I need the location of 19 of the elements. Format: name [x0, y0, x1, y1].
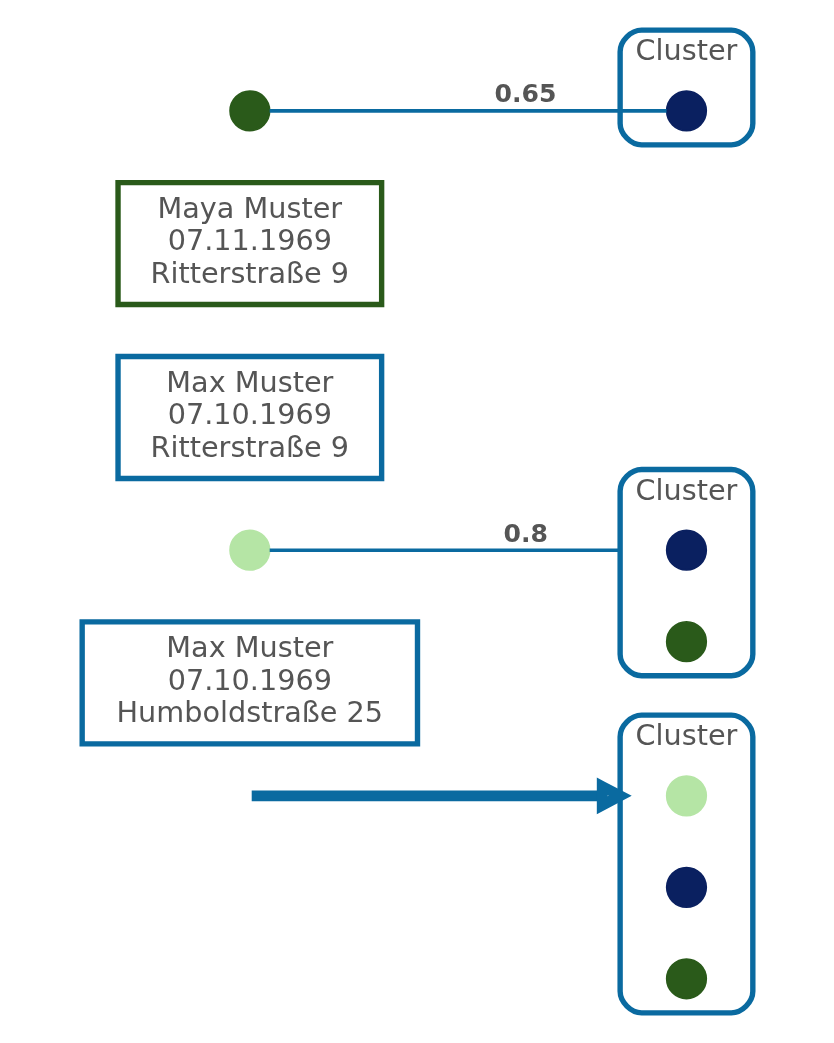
connector: [269, 109, 667, 113]
node-circle: [228, 90, 270, 132]
connector: [269, 548, 620, 552]
edge-label: 0.8: [503, 518, 548, 548]
cluster: Cluster: [616, 466, 756, 679]
cluster: Cluster: [616, 712, 756, 1016]
arrow: [251, 777, 632, 815]
edge-label: 0.65: [494, 79, 557, 109]
node-circle: [665, 866, 707, 908]
node-circle: [665, 90, 707, 132]
node-circle: [665, 775, 707, 817]
node-circle: [665, 958, 707, 1000]
node-box: Max Muster 07.10.1969 Ritterstraße 9: [114, 353, 384, 482]
node-circle: [228, 529, 270, 571]
node-circle: [665, 621, 707, 663]
node-box: Maya Muster 07.11.1969 Ritterstraße 9: [114, 179, 384, 308]
cluster: Cluster: [616, 27, 756, 148]
node-circle: [665, 529, 707, 571]
node-box: Max Muster 07.10.1969 Humboldstraße 25: [79, 619, 420, 747]
